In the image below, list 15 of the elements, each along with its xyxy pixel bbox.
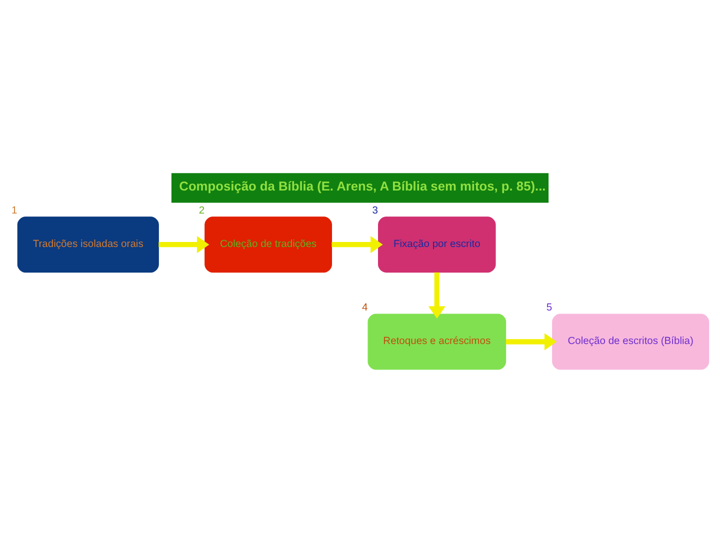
- node-box: Coleção de escritos (Bíblia): [552, 314, 710, 370]
- node-label: 4: [362, 302, 368, 314]
- node-box: Tradições isoladas orais: [17, 216, 159, 273]
- arrow: [506, 333, 557, 350]
- node-label: 2: [198, 206, 205, 217]
- node-box: Coleção de tradições: [204, 216, 332, 273]
- arrow: [158, 236, 210, 254]
- node-label: 1: [12, 206, 18, 217]
- node-box: Retoques e acréscimos: [368, 314, 506, 370]
- arrow: [428, 272, 446, 318]
- node-box: Fixação por escrito: [378, 216, 496, 273]
- diagram-title: Composição da Bíblia (E. Arens, A Bíblia sem mitos, p. 85)...: [179, 178, 546, 194]
- arrow: [332, 236, 383, 254]
- node-label: 3: [372, 206, 378, 217]
- node-label: 5: [546, 302, 552, 314]
